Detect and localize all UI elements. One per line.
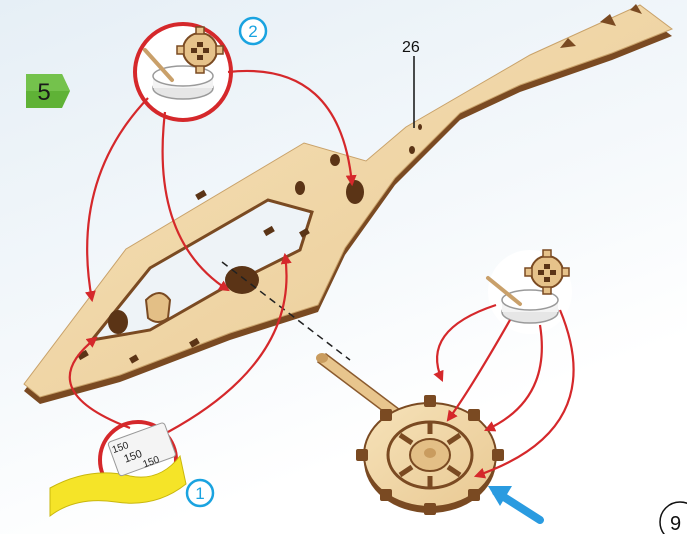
glue-detail-top (135, 24, 231, 120)
frame-hole (330, 154, 340, 166)
frame-hole (295, 181, 305, 195)
frame-hole (108, 310, 128, 334)
insert-direction-arrow-icon (488, 486, 540, 520)
step-badge: 5 (26, 74, 70, 108)
frame-hole (418, 124, 422, 130)
part-number-label: 26 (402, 39, 420, 56)
callout-2: 2 (240, 18, 266, 44)
callout-number: 2 (248, 22, 257, 41)
sanding-detail: 150 150 150 (50, 422, 186, 516)
glue-detail-right (488, 250, 572, 334)
page-number: 9 (660, 502, 687, 534)
frame-hole (225, 266, 259, 294)
page-number-text: 9 (670, 513, 681, 534)
frame-hole (346, 180, 364, 204)
gear-wheel (356, 395, 504, 515)
frame-slot (195, 190, 207, 200)
frame-hole (409, 146, 415, 154)
callout-1: 1 (187, 480, 213, 506)
callout-number: 1 (195, 484, 204, 503)
part-26-frame (24, 4, 672, 404)
step-number: 5 (37, 79, 50, 106)
